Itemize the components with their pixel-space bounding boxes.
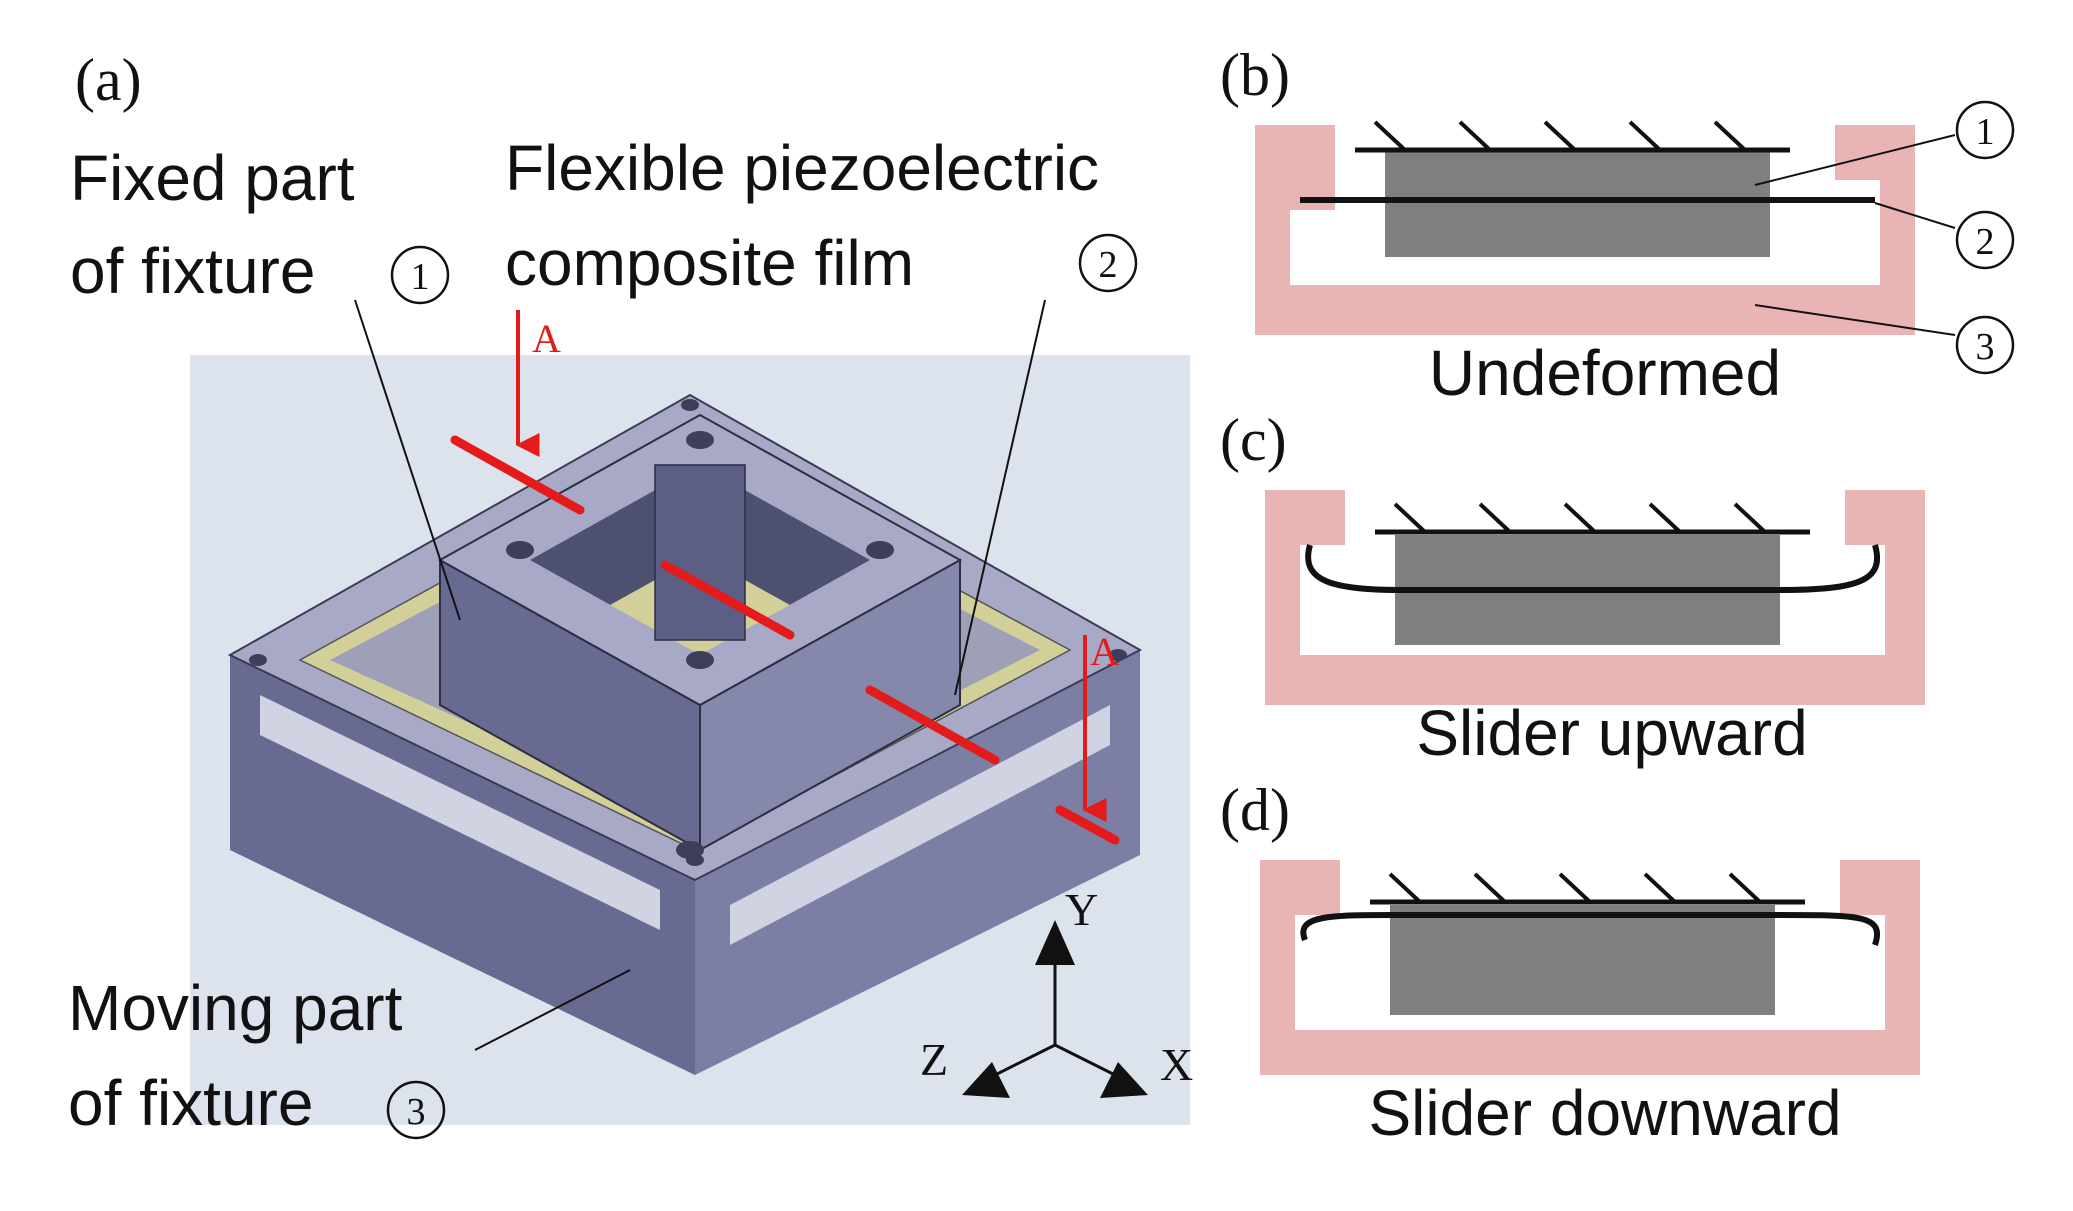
film-bent-down <box>1300 912 1880 946</box>
axis-y-arrowhead <box>1035 920 1075 965</box>
marker-b-3-label: 3 <box>1976 326 1995 368</box>
panel-c-label: (c) <box>1220 407 1287 473</box>
leader-b-3 <box>1754 304 1956 336</box>
leader-moving-part <box>474 969 631 1051</box>
panel-a-label: (a) <box>75 47 142 113</box>
marker-3-circle <box>386 1080 446 1140</box>
marker-b-3-circle <box>1955 315 2015 375</box>
section-line-a-a <box>450 435 1120 845</box>
slot-right <box>730 705 1110 945</box>
block-rib <box>654 464 746 641</box>
panel-b-label: (b) <box>1220 42 1290 108</box>
coordinate-axes: Y X Z <box>920 884 1193 1098</box>
marker-1-label: 1 <box>411 256 430 298</box>
moving-part-line1: Moving part <box>68 972 403 1044</box>
marker-2-label: 2 <box>1099 244 1118 286</box>
axis-y-label: Y <box>1065 884 1098 935</box>
panel-d-label: (d) <box>1220 777 1290 843</box>
marker-b-1-label: 1 <box>1976 111 1995 153</box>
section-label-right: A <box>1090 629 1119 674</box>
marker-3-label: 3 <box>407 1091 426 1133</box>
frame-inner-lip-left <box>1290 180 1335 210</box>
marker-b-1-circle <box>1955 100 2015 160</box>
panel-c: (c) Slider upward <box>1220 407 1925 769</box>
marker-1-circle <box>390 245 450 305</box>
caption-undeformed: Undeformed <box>1429 337 1781 409</box>
film-line2: composite film <box>505 227 914 299</box>
gray-block <box>1385 152 1770 257</box>
fixed-hatch-d <box>1388 872 1762 904</box>
frame-c <box>1265 490 1925 705</box>
frame-d <box>1260 860 1920 1075</box>
leader-fixed-part <box>354 299 461 621</box>
section-label-left: A <box>532 316 561 361</box>
axis-x-arrowhead <box>1100 1062 1148 1098</box>
fixed-part-line1: Fixed part <box>70 142 355 214</box>
axis-z-arrowhead <box>962 1062 1010 1098</box>
caption-slider-downward: Slider downward <box>1368 1077 1841 1149</box>
leader-film <box>954 299 1046 696</box>
leader-b-2 <box>1874 202 1956 229</box>
leader-b-1 <box>1754 134 1956 186</box>
mounting-holes <box>249 399 1127 866</box>
panel-b: (b) 1 2 3 Undeformed <box>1220 42 2015 409</box>
film-line1: Flexible piezoelectric <box>505 132 1099 204</box>
moving-part-line2: of fixture <box>68 1067 313 1139</box>
fixed-hatch-c <box>1393 502 1767 534</box>
caption-slider-upward: Slider upward <box>1416 697 1807 769</box>
panel-d: (d) Slider downward <box>1220 777 1920 1149</box>
film-bent-up <box>1305 544 1880 593</box>
marker-2-circle <box>1078 233 1138 293</box>
fixed-hatch <box>1373 120 1747 152</box>
gray-block-d <box>1390 905 1775 1015</box>
frame-3 <box>1255 125 1915 335</box>
marker-b-2-label: 2 <box>1976 221 1995 263</box>
panel-a: A A Y X Z (a) Fixed part of fixture 1 Fl… <box>68 47 1193 1140</box>
fixed-part-line2: of fixture <box>70 235 315 307</box>
axis-x-label: X <box>1160 1039 1193 1090</box>
slot-left <box>260 695 660 930</box>
marker-b-2-circle <box>1955 210 2015 270</box>
axis-z-label: Z <box>920 1034 948 1085</box>
